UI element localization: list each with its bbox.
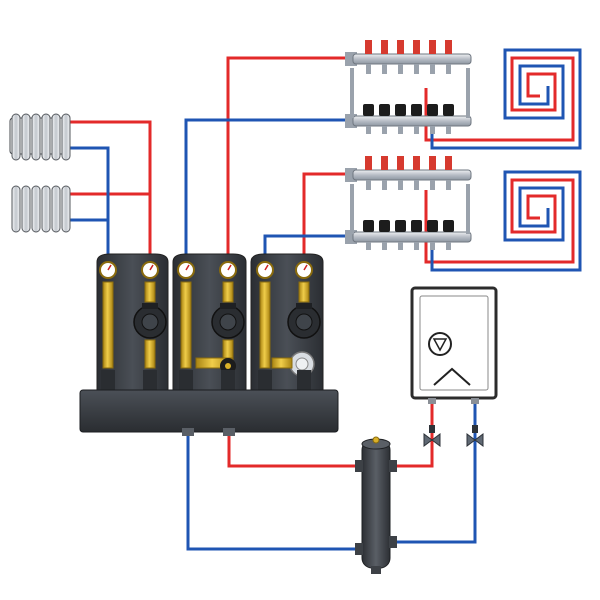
hydraulic-separator (355, 436, 397, 574)
thermometer-icon (295, 261, 313, 279)
floor-loop1-return (430, 48, 582, 150)
manifold1-return-pipe (184, 118, 350, 262)
distribution-header (79, 389, 339, 436)
floor-manifold-1 (345, 40, 472, 134)
manifold-1-valves-top (365, 40, 452, 54)
manifold-2-valves-bottom (363, 220, 454, 232)
manifold-2-valves-top (365, 156, 452, 170)
boiler-return-pipe (390, 398, 477, 544)
radiator-supply-pipe (70, 120, 152, 262)
flame-icon (433, 367, 471, 386)
pump-icon (428, 332, 452, 356)
floor-manifold-2 (345, 156, 472, 250)
ball-valve (423, 425, 441, 447)
header-return-to-separator (186, 432, 362, 551)
floor-loop2-supply (424, 178, 575, 264)
circulation-pump (133, 303, 167, 339)
circulation-pump (211, 303, 245, 339)
thermometer-icon (256, 261, 274, 279)
thermometer-icon (177, 261, 195, 279)
thermometer-icon (219, 261, 237, 279)
floor-loop1-supply (424, 56, 575, 142)
thermometer-icon (99, 261, 117, 279)
manifold2-supply-pipe (302, 172, 350, 262)
manifold-1-valves-bottom (363, 104, 454, 116)
circulation-pump (287, 303, 321, 339)
ball-valve (466, 425, 484, 447)
pipes (70, 48, 582, 551)
pump-module-1 (96, 253, 169, 391)
radiator-2 (11, 185, 71, 233)
header-supply-to-separator (227, 432, 362, 468)
pump-module-2 (172, 253, 247, 391)
floor-loop2-return (430, 170, 582, 272)
pump-module-3 (250, 253, 324, 391)
thermometer-icon (141, 261, 159, 279)
manifold2-return-pipe (263, 234, 350, 262)
wall-boiler (410, 286, 498, 404)
radiator-1 (9, 113, 71, 161)
boiler-supply-pipe (390, 398, 434, 468)
radiator-return-pipe (70, 146, 110, 262)
manifold1-supply-pipe (226, 56, 350, 262)
